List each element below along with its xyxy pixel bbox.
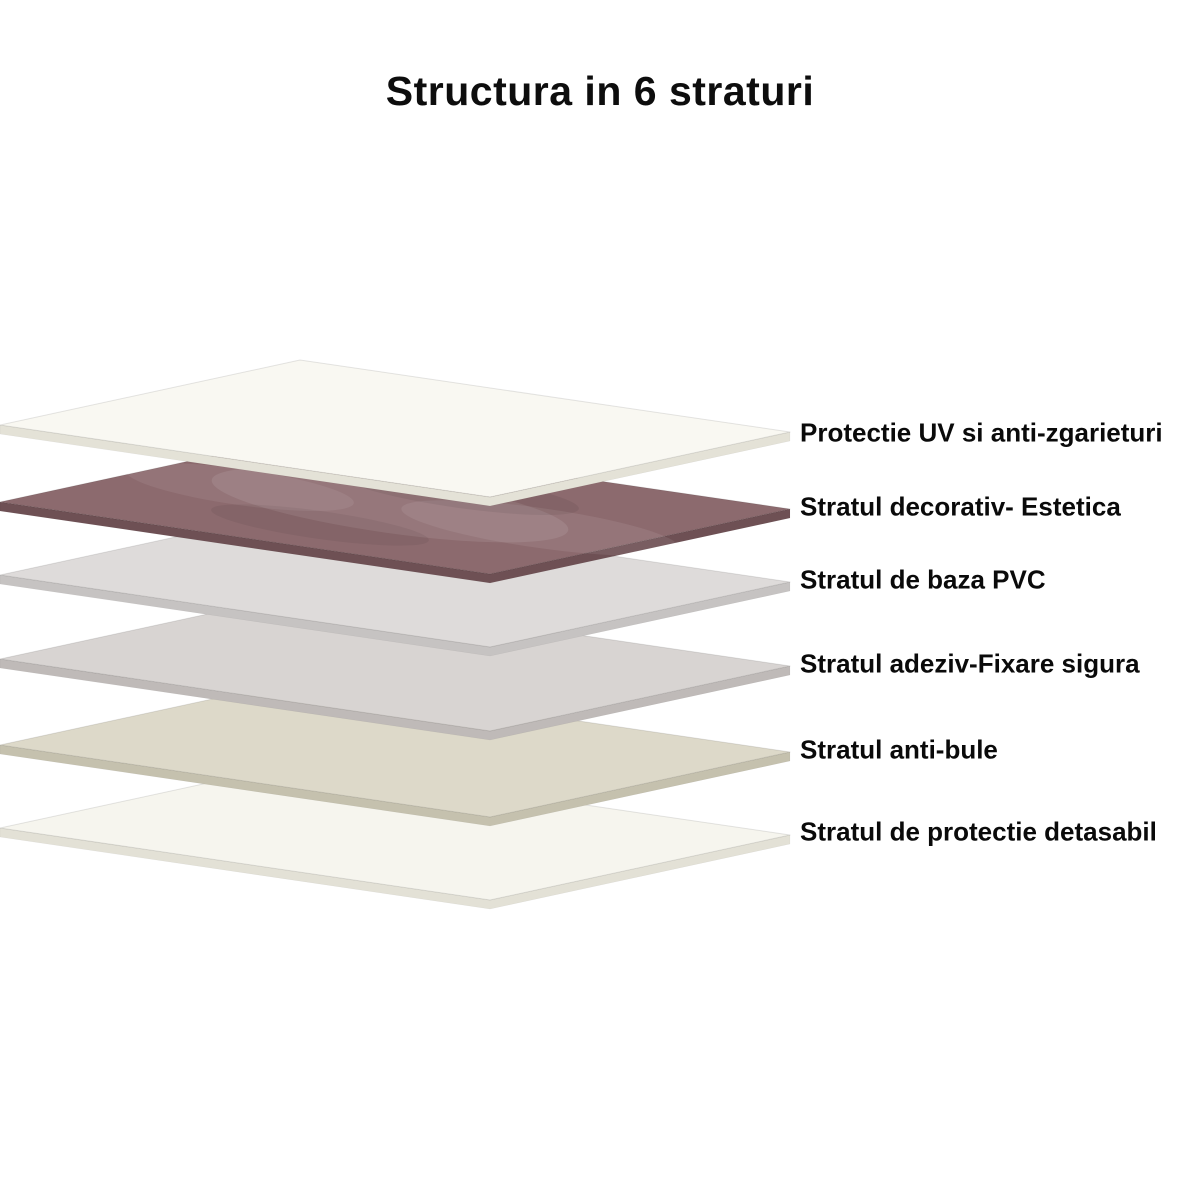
layer-3-face: [0, 509, 791, 648]
layer-label-4: Stratul adeziv-Fixare sigura: [800, 648, 1140, 679]
layer-4-sheet: [0, 593, 791, 741]
layer-1-sheet: [0, 359, 791, 507]
layer-4-face: [0, 593, 791, 732]
layer-label-3: Stratul de baza PVC: [800, 564, 1046, 595]
layer-6-face: [0, 762, 791, 901]
layer-2-face: [0, 436, 791, 575]
layer-5-sheet: [0, 679, 791, 827]
layer-6-sheet: [0, 762, 791, 910]
page-title: Structura in 6 straturi: [385, 68, 815, 114]
layer-label-5: Stratul anti-bule: [800, 734, 998, 765]
layer-label-2: Stratul decorativ- Estetica: [800, 491, 1121, 522]
layer-label-1: Protectie UV si anti-zgarieturi: [800, 417, 1163, 448]
layer-5-face: [0, 679, 791, 818]
layer-3-sheet: [0, 509, 791, 657]
layer-label-6: Stratul de protectie detasabil: [800, 816, 1157, 847]
layer-1-face: [0, 359, 791, 498]
